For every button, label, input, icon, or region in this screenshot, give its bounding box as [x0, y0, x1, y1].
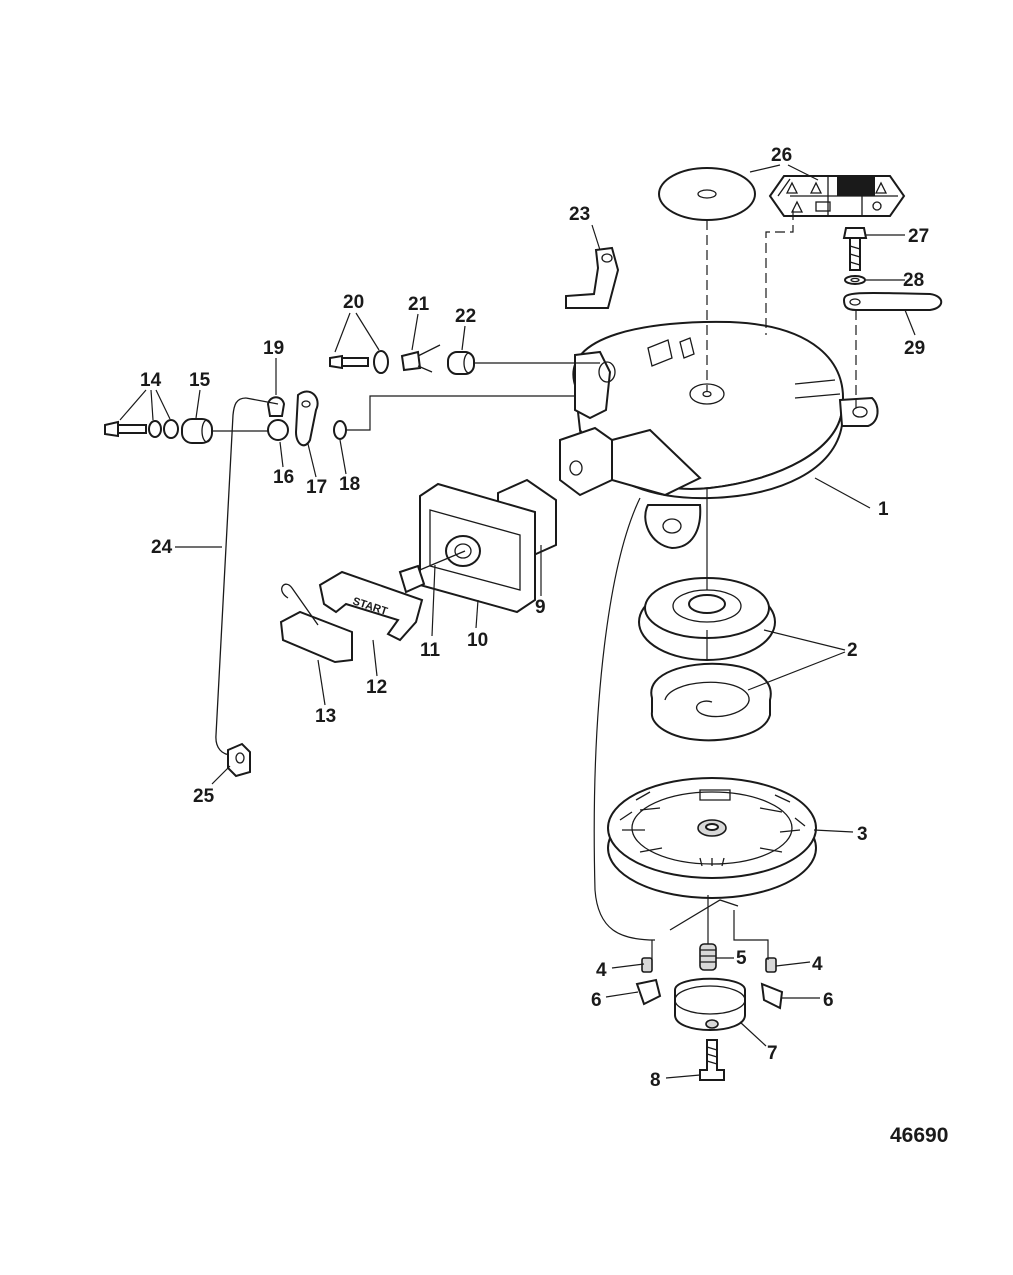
callout-10: 10: [467, 630, 488, 651]
callout-1: 1: [878, 499, 889, 520]
callout-29: 29: [904, 338, 925, 359]
callout-4-left: 4: [596, 960, 607, 981]
callout-5: 5: [736, 948, 747, 969]
callout-21: 21: [408, 294, 430, 315]
callout-17: 17: [306, 477, 327, 498]
parts-4-8-pawl-assembly: [635, 943, 784, 1081]
callout-6-left: 6: [591, 990, 602, 1011]
callout-22: 22: [455, 306, 476, 327]
part-2-spring-assembly: [638, 577, 776, 742]
callout-4-right: 4: [812, 954, 823, 975]
callout-11: 11: [420, 640, 441, 661]
callout-13: 13: [315, 706, 336, 727]
callout-16: 16: [273, 467, 294, 488]
callout-labels: 1 2 3 4 4 5 6 6 7 8 9 10 11 12 13 14 15 …: [140, 145, 929, 1091]
part-26-decal: [658, 167, 906, 221]
callout-6-right: 6: [823, 990, 834, 1011]
parts-14-22-linkage: [104, 344, 475, 447]
callout-24: 24: [151, 537, 173, 558]
callout-7: 7: [767, 1043, 778, 1064]
callout-leaders: [119, 164, 916, 1079]
callout-2: 2: [847, 640, 858, 661]
callout-8: 8: [650, 1070, 661, 1091]
parts-9-13-handle-group: START: [279, 478, 557, 664]
parts-27-29-fasteners: [842, 227, 943, 311]
parts-24-25-rod: [215, 397, 279, 778]
part-1-starter-housing: [559, 320, 879, 550]
callout-3: 3: [857, 824, 868, 845]
callout-15: 15: [189, 370, 211, 391]
callout-18: 18: [339, 474, 360, 495]
callout-14: 14: [140, 370, 162, 391]
assembly-lines: [212, 210, 857, 960]
part-3-pulley: [607, 777, 817, 931]
callout-23: 23: [569, 204, 590, 225]
callout-26: 26: [771, 145, 792, 166]
callout-28: 28: [903, 270, 924, 291]
figure-number: 46690: [890, 1124, 948, 1147]
part-23-bracket: [565, 246, 620, 309]
callout-20: 20: [343, 292, 364, 313]
callout-12: 12: [366, 677, 387, 698]
callout-25: 25: [193, 786, 215, 807]
callout-27: 27: [908, 226, 929, 247]
callout-9: 9: [535, 597, 546, 618]
callout-19: 19: [263, 338, 284, 359]
